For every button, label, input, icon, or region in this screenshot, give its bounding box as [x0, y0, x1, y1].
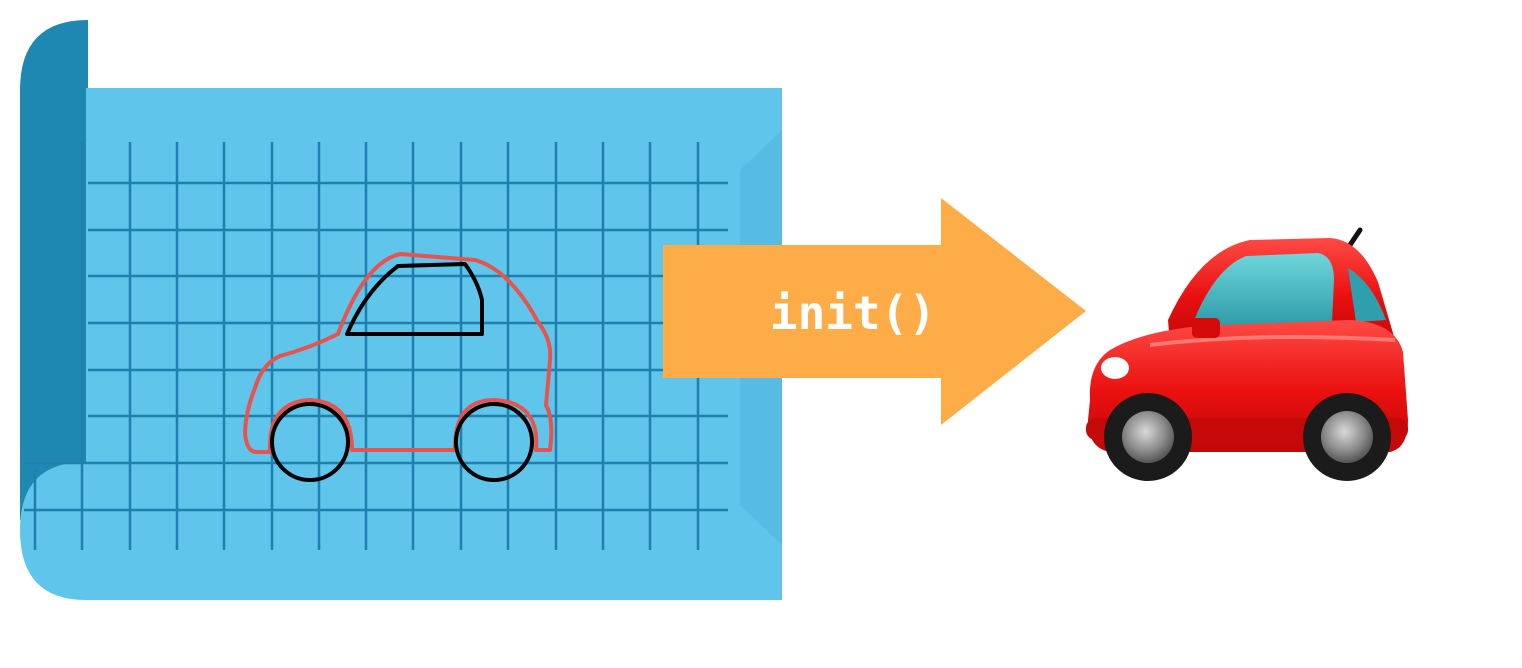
- arrow-shape: [663, 198, 1086, 425]
- car-rear-wheel: [1303, 393, 1391, 481]
- car-front-wheel: [1104, 393, 1192, 481]
- init-arrow: init(): [663, 198, 1086, 425]
- car-window: [1195, 253, 1334, 328]
- car-rear-window: [1348, 268, 1386, 322]
- car-icon: [1086, 227, 1408, 481]
- blueprint: [20, 20, 782, 600]
- blueprint-roll-edge: [20, 20, 88, 520]
- arrow-label: init(): [770, 286, 936, 340]
- blueprint-grid: [24, 142, 728, 550]
- car-sketch-front-wheel: [270, 402, 350, 482]
- car-sketch-body-outline: [243, 252, 554, 454]
- car-sketch-rear-wheel: [454, 402, 534, 482]
- car-sketch-window: [345, 262, 484, 336]
- blueprint-paper: [20, 88, 782, 600]
- car-body-crease: [1149, 334, 1396, 347]
- car-mirror: [1192, 318, 1220, 338]
- car-headlight: [1101, 357, 1129, 379]
- car-sketch: [243, 252, 554, 482]
